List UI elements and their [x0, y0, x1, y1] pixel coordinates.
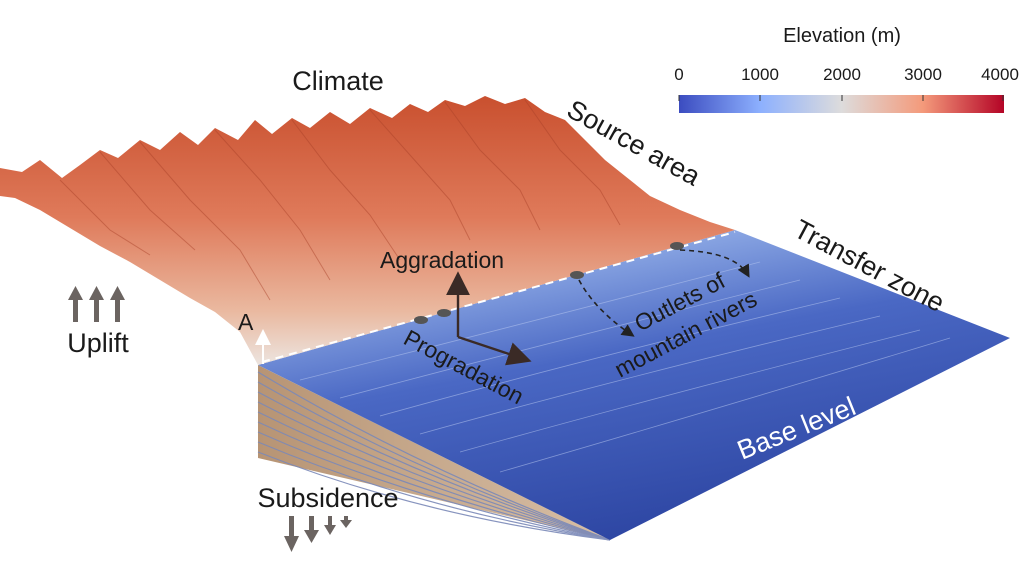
subsidence-arrows [284, 516, 352, 552]
colorbar-tick: 3000 [904, 65, 942, 84]
label-aggradation: Aggradation [380, 247, 504, 273]
mountain-front-line [261, 231, 736, 363]
growth-axes [446, 271, 532, 366]
mountain-range-surface [0, 96, 735, 365]
plain-contours [299, 261, 951, 473]
mountain-ridges [59, 99, 621, 301]
uplift-arrow-icon [89, 286, 104, 322]
outlet-marker [570, 271, 584, 279]
outlet-marker [437, 309, 451, 317]
river-outlets [414, 242, 684, 324]
colorbar-tick: 2000 [823, 65, 861, 84]
uplift-arrows [68, 286, 125, 322]
label-climate: Climate [292, 66, 384, 96]
label-point-a: A [238, 309, 254, 335]
basin-plain-surface [258, 230, 1010, 540]
colorbar-tick: 4000 [981, 65, 1019, 84]
colorbar-title: Elevation (m) [783, 25, 901, 47]
subsidence-arrow-icon [324, 516, 336, 535]
label-subsidence: Subsidence [257, 483, 398, 513]
progradation-arrow [457, 335, 532, 366]
colorbar-tick: 0 [674, 65, 683, 84]
label-uplift: Uplift [67, 328, 129, 358]
uplift-arrow-icon [68, 286, 83, 322]
colorbar-tick: 1000 [741, 65, 779, 84]
outlet-marker [670, 242, 684, 250]
outlet-marker [414, 316, 428, 324]
uplift-arrow-icon [110, 286, 125, 322]
subsidence-arrow-icon [340, 516, 352, 528]
subsidence-arrow-icon [304, 516, 319, 543]
subsidence-arrow-icon [284, 516, 299, 552]
outlet-flow-arrows [578, 249, 750, 337]
elevation-colorbar: Elevation (m) 0 1000 2000 3000 4000 [674, 25, 1019, 113]
